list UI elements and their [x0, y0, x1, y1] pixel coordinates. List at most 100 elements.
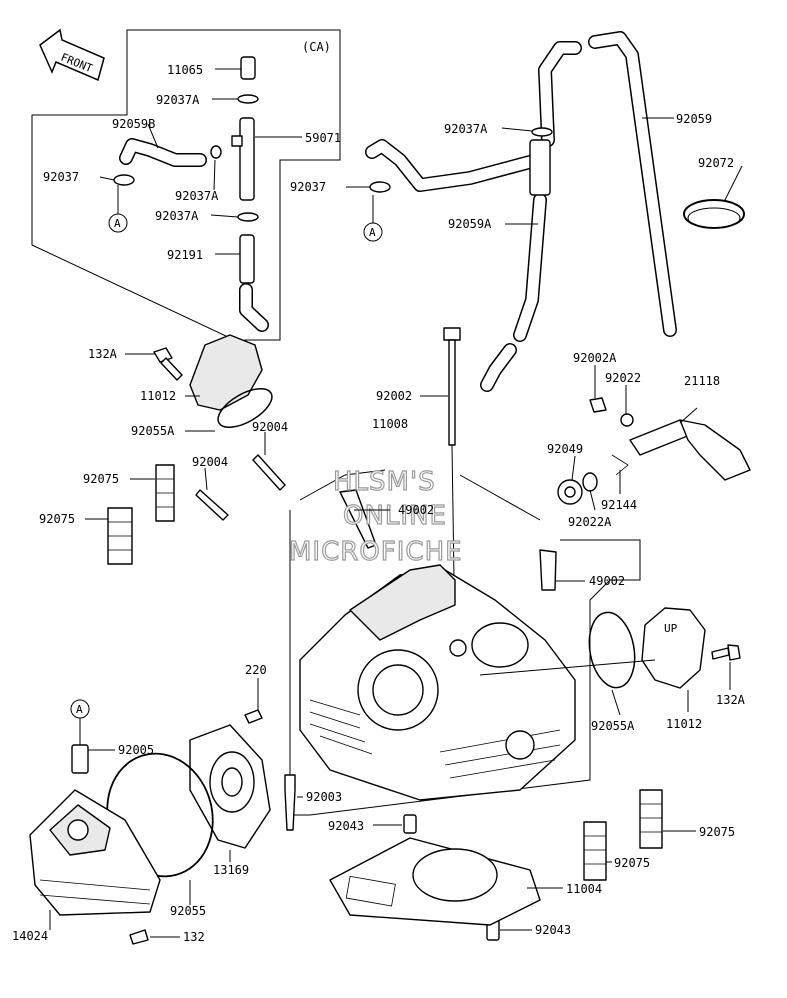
- front-arrow-icon: FRONT: [39, 28, 105, 82]
- svg-text:A: A: [76, 703, 83, 716]
- label-11004: 11004: [566, 882, 602, 896]
- gasket-92055a-upper-icon: [217, 387, 273, 429]
- clamp-icon: [113, 174, 135, 186]
- label-92144: 92144: [601, 498, 637, 512]
- label-92022: 92022: [605, 371, 641, 385]
- stud-92002-head-icon: [443, 327, 461, 341]
- label-92075-d: 92075: [614, 856, 650, 870]
- fitting-59071-icon: [239, 117, 255, 201]
- label-92059: 92059: [676, 112, 712, 126]
- label-220: 220: [245, 663, 267, 677]
- cap-11065-icon: [240, 56, 256, 80]
- label-92075-b: 92075: [39, 512, 75, 526]
- label-11065: 11065: [167, 63, 203, 77]
- label-92055: 92055: [170, 904, 206, 918]
- label-92037-a: 92037: [43, 170, 79, 184]
- label-11008: 11008: [372, 417, 408, 431]
- svg-text:ONLINE: ONLINE: [343, 501, 447, 531]
- label-132: 132: [183, 930, 205, 944]
- label-92055A-a: 92055A: [131, 424, 175, 438]
- dowel-92043-a-icon: [403, 814, 417, 834]
- label-59071: 59071: [305, 131, 341, 145]
- label-11012-a: 11012: [140, 389, 176, 403]
- leader-lines: [49, 68, 743, 938]
- bolt-132a-upper-icon: [153, 347, 183, 381]
- label-92002A: 92002A: [573, 351, 617, 365]
- damper-92075-b-icon: [107, 507, 133, 565]
- cylinder-head-11008-icon: [299, 564, 576, 801]
- clamp-icon: [210, 145, 222, 159]
- ca-box-label: (CA): [302, 40, 331, 54]
- damper-92075-c-icon: [639, 789, 663, 849]
- label-92059A: 92059A: [448, 217, 492, 231]
- damper-92075-d-icon: [583, 821, 607, 881]
- fitting-92005-icon: [71, 744, 89, 774]
- callout-a-cover: A: [70, 699, 90, 745]
- label-92037A-d: 92037A: [444, 122, 488, 136]
- svg-text:UP: UP: [664, 622, 678, 635]
- rocker-21118-icon: [629, 419, 751, 481]
- label-92075-a: 92075: [83, 472, 119, 486]
- damper-92075-a-icon: [155, 464, 175, 522]
- stud-92004-b-icon: [195, 489, 229, 521]
- watermark: HLSM'S ONLINE MICROFICHE: [288, 466, 463, 567]
- label-92037A-b: 92037A: [175, 189, 219, 203]
- svg-text:A: A: [114, 217, 121, 230]
- washer-92022a-icon: [582, 472, 598, 492]
- label-14024: 14024: [12, 929, 48, 943]
- label-21118: 21118: [684, 374, 720, 388]
- label-92043-b: 92043: [535, 923, 571, 937]
- plate-13169-icon: [189, 724, 271, 849]
- label-92037-b: 92037: [290, 180, 326, 194]
- stud-92002-icon: [448, 339, 456, 446]
- washer-92022-icon: [620, 413, 634, 427]
- svg-text:HLSM'S: HLSM'S: [333, 467, 436, 497]
- clamp-icon: [531, 127, 553, 137]
- gasket-92055a-right-icon: [588, 611, 636, 689]
- label-92003: 92003: [306, 790, 342, 804]
- cover-11012-right-icon: [641, 607, 706, 689]
- label-132A-b: 132A: [716, 693, 746, 707]
- screw-92002a-icon: [589, 397, 607, 413]
- gasket-11004-icon: [329, 837, 541, 926]
- label-49002-b: 49002: [589, 574, 625, 588]
- label-92191: 92191: [167, 248, 203, 262]
- label-92072: 92072: [698, 156, 734, 170]
- cover-11012-upper-icon: [189, 334, 263, 411]
- label-92049: 92049: [547, 442, 583, 456]
- hose-92191-icon: [239, 234, 255, 284]
- bolt-132-icon: [129, 929, 149, 945]
- clamp-icon: [237, 94, 259, 104]
- callout-a-main: A: [363, 195, 383, 242]
- label-11012-b: 11012: [666, 717, 702, 731]
- label-92059B: 92059B: [112, 117, 155, 131]
- label-92043-a: 92043: [328, 819, 364, 833]
- stud-92004-a-icon: [252, 454, 286, 491]
- valve-49002-a-icon: [339, 489, 377, 549]
- label-92075-c: 92075: [699, 825, 735, 839]
- clamp-icon: [237, 212, 259, 222]
- label-92004-a: 92004: [252, 420, 288, 434]
- clamp-icon: [369, 181, 391, 193]
- label-92022A: 92022A: [568, 515, 612, 529]
- fitting-side-icon: [231, 135, 243, 147]
- label-92005: 92005: [118, 743, 154, 757]
- label-132A-a: 132A: [88, 347, 118, 361]
- label-92002: 92002: [376, 389, 412, 403]
- hose-joint-icon: [529, 139, 551, 196]
- label-49002-a: 49002: [398, 503, 434, 517]
- svg-text:A: A: [369, 226, 376, 239]
- label-92037A-a: 92037A: [156, 93, 200, 107]
- svg-text:MICROFICHE: MICROFICHE: [289, 537, 463, 567]
- cover-14024-icon: [29, 789, 161, 916]
- label-92004-b: 92004: [192, 455, 228, 469]
- callout-a-ca: A: [108, 185, 128, 233]
- label-92037A-c: 92037A: [155, 209, 199, 223]
- bolt-92003-icon: [284, 774, 296, 831]
- label-13169: 13169: [213, 863, 249, 877]
- screw-220-icon: [244, 709, 263, 724]
- bolt-132a-right-icon: [711, 644, 741, 661]
- label-92055A-b: 92055A: [591, 719, 635, 733]
